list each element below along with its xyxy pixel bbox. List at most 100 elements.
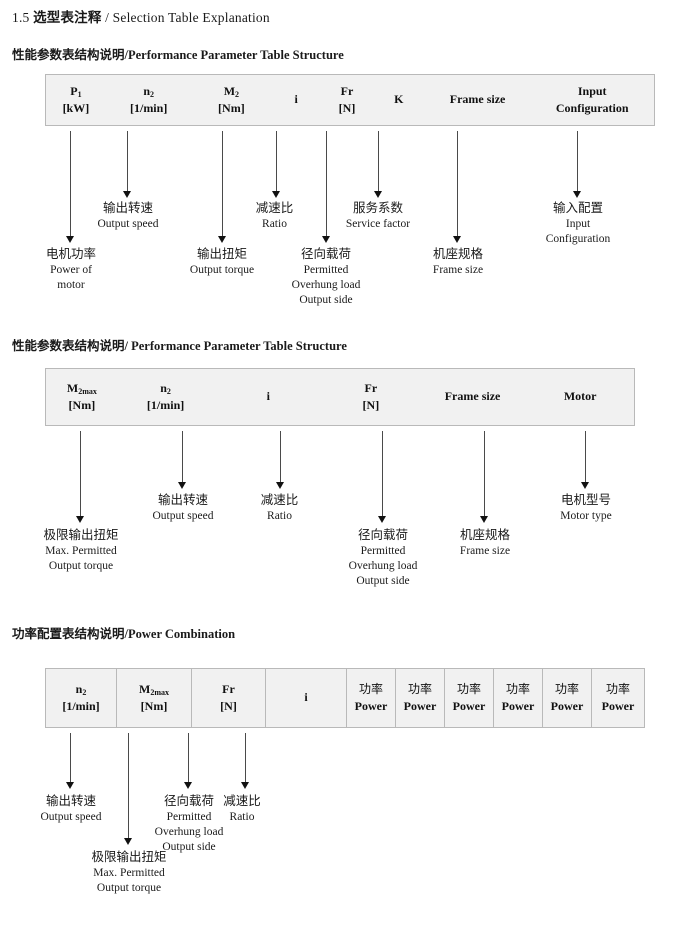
block-3-heading: 功率配置表结构说明/Power Combination xyxy=(12,623,235,642)
callout-ratio-2: 减速比 Ratio xyxy=(237,492,322,524)
table-1-col-input-configuration[interactable]: Input Configuration xyxy=(530,75,654,125)
performance-parameter-table-2: M2max [Nm] n2 [1/min] i Fr [N] Frame siz… xyxy=(45,368,635,426)
table-2-col-fr-symbol: Fr xyxy=(364,380,378,395)
callout-power-of-motor-en-2: motor xyxy=(57,278,85,291)
callout-max-permitted-output-torque-en-2: Output torque xyxy=(48,559,114,572)
table-2-col-motor-label: Motor xyxy=(563,389,597,404)
table-1-col-m2-unit: [Nm] xyxy=(218,101,245,115)
block-1-heading-en: Performance Parameter Table Structure xyxy=(128,48,344,62)
callout-permitted-overhung-load-3-en-3: Output side xyxy=(162,840,216,853)
table-3-col-power-6[interactable]: 功率 Power xyxy=(591,669,644,727)
callout-permitted-overhung-load-3-en-1: Permitted xyxy=(166,810,212,823)
callout-output-torque-cn: 输出扭矩 xyxy=(196,246,247,261)
callout-output-speed-3: 输出转速 Output speed xyxy=(16,793,126,825)
block-1-heading: 性能参数表结构说明/Performance Parameter Table St… xyxy=(12,44,344,63)
callout-motor-type-en-1: Motor type xyxy=(560,509,612,522)
callout-ratio-3: 减速比 Ratio xyxy=(202,793,282,825)
table-3-col-i-symbol: i xyxy=(304,690,308,705)
page-title: 1.5 选型表注释 / Selection Table Explanation xyxy=(12,6,270,26)
table-1-col-n2-symbol: n2 xyxy=(143,83,154,99)
callout-permitted-overhung-load: 径向载荷 Permitted Overhung load Output side xyxy=(271,246,381,308)
table-3-col-power-4[interactable]: 功率 Power xyxy=(493,669,542,727)
callout-permitted-overhung-load-en-1: Permitted xyxy=(303,263,349,276)
block-3-heading-en: Power Combination xyxy=(128,627,236,641)
callout-ratio-2-en-1: Ratio xyxy=(267,509,292,522)
performance-parameter-table-1: P1 [kW] n2 [1/min] M2 [Nm] i Fr [N] K Fr… xyxy=(45,74,655,126)
table-2-col-m2max[interactable]: M2max [Nm] xyxy=(46,369,118,425)
arrow-to-output-torque xyxy=(218,131,227,243)
table-1-col-k[interactable]: K xyxy=(373,75,425,125)
table-1-col-i-symbol: i xyxy=(294,92,298,107)
table-1-col-p1[interactable]: P1 [kW] xyxy=(46,75,106,125)
block-2-heading-en: Performance Parameter Table Structure xyxy=(131,339,347,353)
table-2-col-fr[interactable]: Fr [N] xyxy=(323,369,419,425)
callout-power-of-motor-en-1: Power of xyxy=(50,263,92,276)
callout-max-permitted-output-torque-cn: 极限输出扭矩 xyxy=(43,527,119,542)
table-3-col-power-2[interactable]: 功率 Power xyxy=(395,669,444,727)
arrow-to-max-permitted-output-torque xyxy=(76,431,85,523)
table-1-col-input-configuration-line1: Input xyxy=(577,83,607,98)
table-1-col-fr[interactable]: Fr [N] xyxy=(321,75,373,125)
power-combination-table: n2 [1/min] M2max [Nm] Fr [N] i 功率 Power … xyxy=(45,668,645,728)
callout-power-of-motor-cn: 电机功率 xyxy=(45,246,96,261)
table-3-col-fr[interactable]: Fr [N] xyxy=(191,669,265,727)
table-2-col-motor[interactable]: Motor xyxy=(526,369,634,425)
arrow-to-frame-size xyxy=(453,131,462,243)
callout-output-speed-en-1: Output speed xyxy=(97,217,159,230)
callout-max-permitted-output-torque-3: 极限输出扭矩 Max. Permitted Output torque xyxy=(74,849,184,896)
callout-ratio: 减速比 Ratio xyxy=(232,200,317,232)
table-1-col-frame-size[interactable]: Frame size xyxy=(425,75,531,125)
callout-motor-type-cn: 电机型号 xyxy=(560,492,611,507)
callout-max-permitted-output-torque-3-en-1: Max. Permitted xyxy=(93,866,165,879)
callout-input-configuration-en-1: Input xyxy=(565,217,591,230)
table-3-col-power-3-cn: 功率 xyxy=(456,681,481,696)
table-1-col-m2[interactable]: M2 [Nm] xyxy=(192,75,272,125)
table-3-col-power-3[interactable]: 功率 Power xyxy=(444,669,493,727)
table-2-col-fr-unit: [N] xyxy=(362,398,380,412)
table-1-col-i[interactable]: i xyxy=(271,75,321,125)
table-3-col-n2-unit: [1/min] xyxy=(62,699,100,713)
arrow-to-permitted-overhung-load-3 xyxy=(184,733,193,789)
section-title-cn: 选型表注释 xyxy=(33,10,102,26)
table-3-col-power-1-en: Power xyxy=(354,699,388,713)
table-3-col-power-5-en: Power xyxy=(550,699,584,713)
table-1-col-k-symbol: K xyxy=(394,92,404,107)
table-2-col-i[interactable]: i xyxy=(213,369,323,425)
table-2-col-n2[interactable]: n2 [1/min] xyxy=(118,369,214,425)
block-3-heading-cn: 功率配置表结构说明 xyxy=(12,626,125,641)
table-3-col-power-6-en: Power xyxy=(601,699,635,713)
callout-max-permitted-output-torque-en-1: Max. Permitted xyxy=(45,544,117,557)
block-2-heading-sep: / xyxy=(124,339,128,353)
callout-frame-size-2: 机座规格 Frame size xyxy=(430,527,540,559)
callout-permitted-overhung-load-2-en-3: Output side xyxy=(356,574,410,587)
table-3-col-power-5[interactable]: 功率 Power xyxy=(542,669,591,727)
callout-ratio-3-cn: 减速比 xyxy=(223,793,261,808)
arrow-to-output-speed-2 xyxy=(178,431,187,489)
table-2-col-frame-size[interactable]: Frame size xyxy=(419,369,527,425)
table-3-col-m2max-symbol: M2max xyxy=(139,681,169,697)
arrow-to-frame-size-2 xyxy=(480,431,489,523)
callout-output-speed: 输出转速 Output speed xyxy=(73,200,183,232)
table-3-col-n2-symbol: n2 xyxy=(75,681,87,697)
callout-permitted-overhung-load-2: 径向载荷 Permitted Overhung load Output side xyxy=(328,527,438,589)
table-2-col-m2max-symbol: M2max xyxy=(66,380,97,396)
table-3-col-power-5-cn: 功率 xyxy=(554,681,579,696)
callout-output-speed-3-en-1: Output speed xyxy=(40,810,102,823)
callout-permitted-overhung-load-cn: 径向载荷 xyxy=(300,246,351,261)
table-3-col-m2max[interactable]: M2max [Nm] xyxy=(116,669,191,727)
section-number: 1.5 xyxy=(12,10,30,25)
arrow-to-permitted-overhung-load-2 xyxy=(378,431,387,523)
table-1-col-fr-unit: [N] xyxy=(338,101,356,115)
table-3-col-power-2-cn: 功率 xyxy=(407,681,432,696)
table-2-col-i-symbol: i xyxy=(266,389,270,404)
table-1-col-n2[interactable]: n2 [1/min] xyxy=(106,75,192,125)
callout-ratio-en-1: Ratio xyxy=(262,217,287,230)
arrow-to-output-speed xyxy=(123,131,132,198)
table-3-col-power-1[interactable]: 功率 Power xyxy=(346,669,395,727)
table-2-col-n2-symbol: n2 xyxy=(160,380,171,396)
callout-permitted-overhung-load-2-en-2: Overhung load xyxy=(348,559,418,572)
table-3-col-i[interactable]: i xyxy=(265,669,346,727)
table-3-col-n2[interactable]: n2 [1/min] xyxy=(46,669,116,727)
arrow-to-output-speed-3 xyxy=(66,733,75,789)
